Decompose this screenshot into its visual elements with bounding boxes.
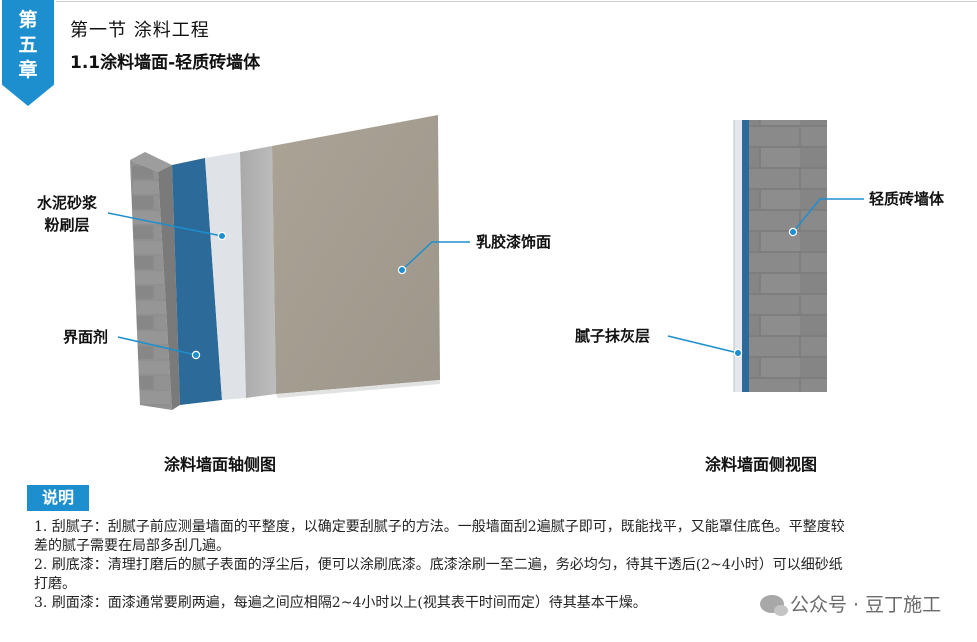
- chapter-badge: 第 五 章: [2, 0, 54, 106]
- wechat-icon: [760, 594, 788, 616]
- callout-latex-finish: 乳胶漆饰面: [476, 233, 552, 251]
- section-title: 第一节 涂料工程: [70, 20, 210, 41]
- notes-label: 说明: [27, 485, 89, 511]
- side-blue-layer: [742, 120, 749, 392]
- brick-top-face: [130, 152, 172, 172]
- brick-front-strip: [158, 165, 180, 410]
- side-putty-layer: [734, 120, 742, 392]
- callout-mortar-line1: 水泥砂浆: [37, 194, 98, 212]
- block-dot: [788, 227, 798, 237]
- chapter-char: 五: [18, 34, 38, 56]
- axonometric-wall: [130, 115, 440, 410]
- note-item: 2. 刷底漆：清理打磨后的腻子表面的浮尘后，便可以涂刷底漆。底漆涂刷一至二遍，务…: [34, 557, 843, 592]
- watermark-text: 公众号 · 豆丁施工: [790, 594, 942, 616]
- side-brick: [749, 120, 827, 392]
- callout-mortar: 水泥砂浆 粉刷层: [37, 192, 97, 236]
- latex-shadow: [276, 380, 440, 398]
- putty-dot: [733, 348, 743, 358]
- latex-finish-layer: [272, 115, 440, 394]
- header-divider: [56, 1, 977, 2]
- note-item: 3. 刷面漆：面漆通常要刷两遍，每遍之间应相隔2~4小时以上(视其表干时间而定）…: [34, 595, 647, 611]
- interface-dot: [191, 350, 201, 360]
- callout-block-wall: 轻质砖墙体: [869, 190, 945, 208]
- chapter-char: 章: [18, 59, 38, 81]
- side-view-wall: [733, 120, 827, 392]
- notes-body: 1. 刮腻子：刮腻子前应测量墙面的平整度，以确定要刮腻子的方法。一般墙面刮2遍腻…: [34, 518, 854, 613]
- putty-layer: [205, 152, 246, 400]
- side-view-caption: 涂料墙面侧视图: [705, 455, 818, 474]
- sub-title: 1.1涂料墙面-轻质砖墙体: [70, 53, 261, 73]
- callout-interface-agent: 界面剂: [63, 328, 109, 346]
- leader-dots: [191, 227, 798, 360]
- axonometric-caption: 涂料墙面轴侧图: [164, 455, 277, 474]
- chapter-char: 第: [18, 9, 38, 31]
- mortar-layer: [240, 146, 276, 398]
- note-item: 1. 刮腻子：刮腻子前应测量墙面的平整度，以确定要刮腻子的方法。一般墙面刮2遍腻…: [34, 519, 845, 554]
- leader-lines: [107, 198, 864, 356]
- callout-mortar-line2: 粉刷层: [44, 216, 90, 234]
- interface-agent-layer: [172, 158, 222, 405]
- watermark: 公众号 · 豆丁施工: [760, 590, 941, 617]
- latex-dot: [397, 265, 407, 275]
- mortar-dot: [217, 231, 227, 241]
- callout-putty-layer: 腻子抹灰层: [575, 327, 651, 345]
